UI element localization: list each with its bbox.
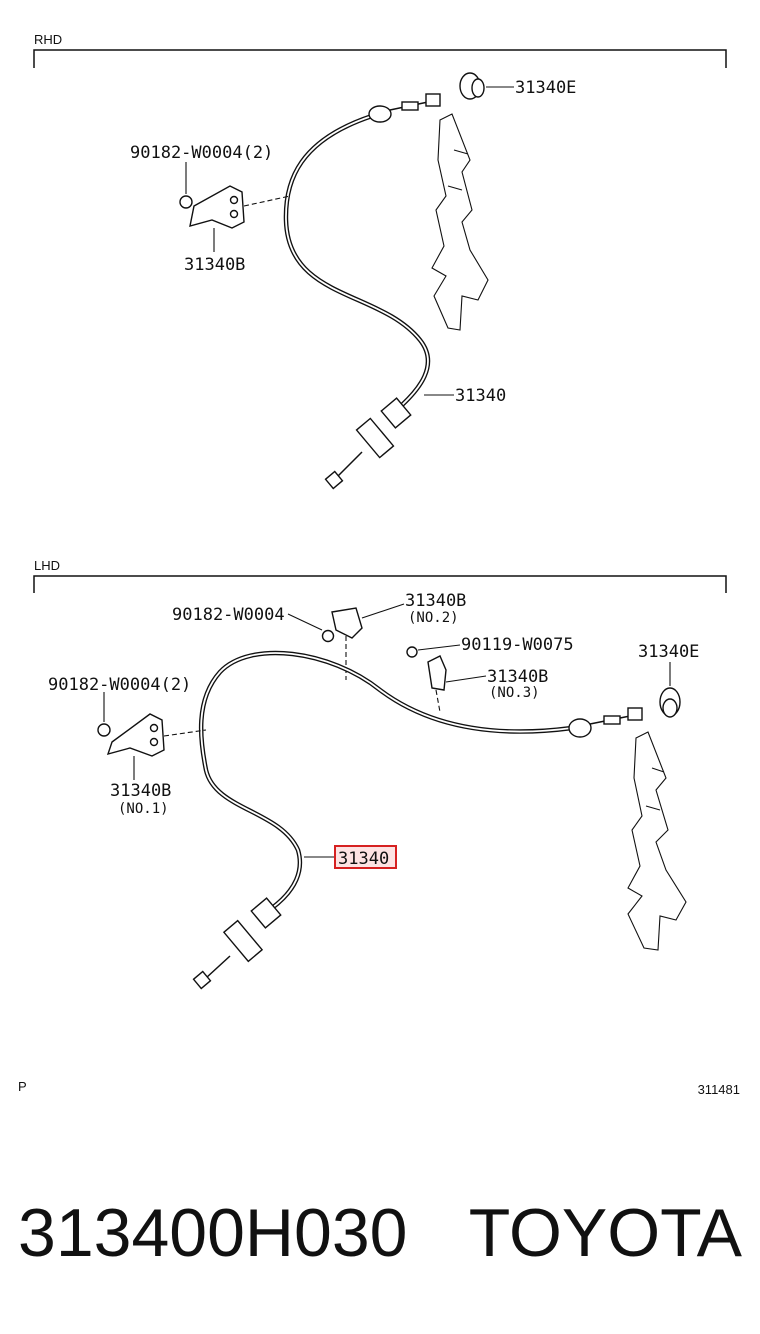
lhd-bracket-no1-dashed-link	[163, 729, 207, 737]
lhd-grommet-label[interactable]: 31340E	[638, 642, 699, 662]
lhd-bracket-no2-note: (NO.2)	[408, 610, 459, 626]
lhd-bolt-single-label[interactable]: 90182-W0004	[172, 605, 285, 625]
rhd-section-bracket-line	[33, 49, 727, 68]
lhd-bracket-no1-label[interactable]: 31340B	[110, 781, 171, 801]
lhd-bracket-no3-note: (NO.3)	[489, 685, 540, 701]
brand-name: TOYOTA	[469, 1195, 743, 1271]
lhd-bracket-no1-part	[97, 713, 165, 757]
rhd-cable-label[interactable]: 31340	[455, 386, 506, 406]
figure-number: 311481	[698, 1082, 740, 1097]
lhd-section-title: LHD	[34, 558, 60, 573]
rhd-bracket-dashed-link	[243, 195, 291, 207]
lhd-bolt-pair-label[interactable]: 90182-W0004(2)	[48, 675, 191, 695]
lhd-bracket-no1-note: (NO.1)	[118, 801, 169, 817]
part-number: 313400H030	[18, 1195, 407, 1271]
lhd-bracket-no3-leader	[445, 675, 487, 683]
rhd-section: RHD 31340E 31340	[33, 32, 727, 490]
lhd-section: LHD 90182-W0004 31340B (NO.2) 90119-W007…	[33, 558, 727, 990]
footer-left-mark: P	[18, 1079, 27, 1094]
rhd-lever-bracket-part	[431, 113, 489, 331]
rhd-grommet-part	[459, 72, 485, 100]
rhd-bracket-label[interactable]: 31340B	[184, 255, 245, 275]
diagram-footer: P 311481 313400H030 TOYOTA	[18, 1079, 743, 1271]
lhd-grommet-part	[659, 687, 681, 718]
rhd-bracket-part	[179, 185, 245, 229]
lhd-bracket-no3-part	[406, 646, 447, 691]
lhd-bracket-no2-label[interactable]: 31340B	[405, 591, 466, 611]
lhd-bolt-b-leader	[417, 644, 461, 651]
lhd-bracket-no3-dashed-link	[435, 689, 441, 713]
lhd-bracket-no2-part	[321, 607, 363, 643]
lhd-section-bracket-line	[33, 575, 727, 593]
lhd-cable-highlighted-label[interactable]: 31340	[338, 849, 389, 869]
rhd-section-title: RHD	[34, 32, 62, 47]
lhd-bracket-no2-leader	[361, 603, 405, 619]
rhd-bolt-label[interactable]: 90182-W0004(2)	[130, 143, 273, 163]
lhd-bracket-no3-label[interactable]: 31340B	[487, 667, 548, 687]
lhd-bolt-b-label[interactable]: 90119-W0075	[461, 635, 574, 655]
rhd-cable-part	[283, 93, 441, 490]
lhd-cable-highlight-box	[334, 845, 397, 869]
rhd-grommet-label[interactable]: 31340E	[515, 78, 576, 98]
lhd-bolt-single-leader	[287, 613, 323, 631]
lhd-lever-bracket-part	[627, 731, 687, 951]
lhd-cable-part	[192, 650, 643, 990]
